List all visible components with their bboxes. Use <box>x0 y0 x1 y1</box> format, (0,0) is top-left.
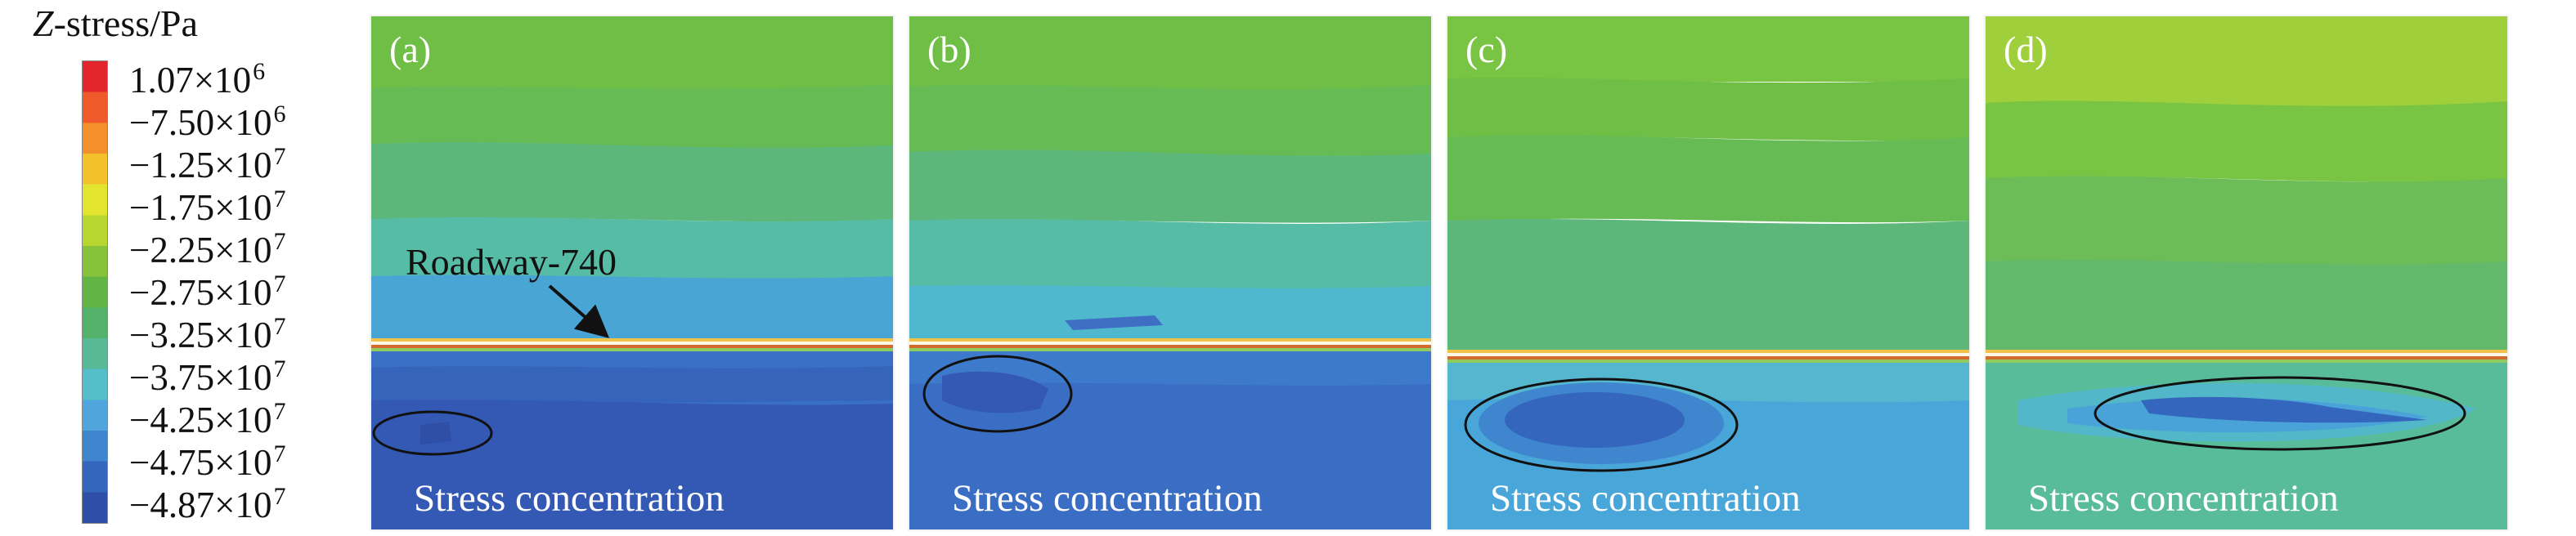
legend-tick: −3.25×107 <box>129 313 286 355</box>
legend-tick: −4.25×107 <box>129 398 286 440</box>
panel-caption-d: Stress concentration <box>2028 477 2339 520</box>
legend-title: Z-stress/Pa <box>33 2 198 45</box>
panel-caption-a: Stress concentration <box>414 477 725 520</box>
legend-tick: −7.50×106 <box>129 100 286 143</box>
stress-concentration-ellipse-d <box>2094 376 2466 451</box>
legend-tick: −3.75×107 <box>129 355 286 398</box>
panel-b: (b) Stress concentration <box>908 15 1433 531</box>
panel-d: (d) Stress concentration <box>1984 15 2509 531</box>
panel-label-b: (b) <box>927 29 972 70</box>
legend-tick: 1.07×106 <box>129 58 266 100</box>
legend-tick: −4.75×107 <box>129 440 286 483</box>
panel-a: (a) Stress concentration <box>370 15 895 531</box>
legend-tick: −2.75×107 <box>129 270 286 313</box>
panel-label-a: (a) <box>389 29 432 70</box>
legend-title-unit: -stress/Pa <box>53 2 198 44</box>
legend-tick: −1.75×107 <box>129 185 286 228</box>
stress-concentration-ellipse-c <box>1464 377 1739 472</box>
colorbar <box>82 60 108 524</box>
legend-tick: −1.25×107 <box>129 143 286 185</box>
stress-contour-a <box>371 16 893 529</box>
roadway-label: Roadway-740 <box>406 241 617 283</box>
legend-title-variable: Z <box>33 2 54 44</box>
stress-concentration-ellipse-a <box>372 410 493 456</box>
stress-concentration-ellipse-b <box>922 355 1073 433</box>
legend-tick: −4.87×107 <box>129 483 286 525</box>
panel-label-d: (d) <box>2004 29 2048 70</box>
panel-caption-b: Stress concentration <box>952 477 1263 520</box>
panel-label-c: (c) <box>1465 29 1508 70</box>
panel-c: (c) Stress concentration <box>1446 15 1971 531</box>
panel-caption-c: Stress concentration <box>1490 477 1801 520</box>
stress-contour-d <box>1986 16 2507 529</box>
legend-tick: −2.25×107 <box>129 228 286 270</box>
stress-contour-b <box>909 16 1431 529</box>
stress-contour-c <box>1447 16 1969 529</box>
